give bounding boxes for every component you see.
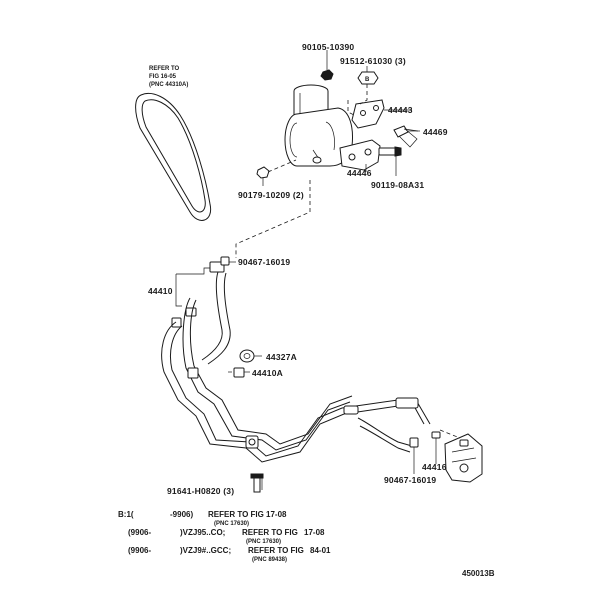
- svg-text:REFER TO FIG: REFER TO FIG: [242, 528, 298, 537]
- refer-note-line1: REFER TO: [149, 66, 180, 72]
- footnote-1: B:1( -9906) REFER TO FIG 17-08 (PNC 1763…: [118, 510, 287, 527]
- footnote-3: (9906- )VZJ9#..GCC; REFER TO FIG 84-01 (…: [128, 546, 331, 563]
- svg-text:(PNC 17630): (PNC 17630): [214, 521, 249, 527]
- pump-bracket: [339, 139, 381, 171]
- svg-text:17-08: 17-08: [266, 510, 287, 519]
- stud-44469: [393, 125, 419, 148]
- svg-text:B:1(: B:1(: [118, 510, 134, 519]
- pump-adjusting-bracket: [351, 99, 385, 129]
- label-44469: 44469: [423, 127, 448, 137]
- label-44410: 44410: [148, 286, 173, 296]
- bolt-90119: [378, 146, 402, 157]
- svg-text:REFER TO FIG: REFER TO FIG: [208, 510, 264, 519]
- clamp-44327A: [239, 349, 255, 363]
- bolt-90105: [320, 69, 334, 81]
- label-90179: 90179-10209 (2): [238, 190, 304, 200]
- label-44446: 44446: [347, 168, 372, 178]
- label-90105: 90105-10390: [302, 42, 354, 52]
- svg-text:(9906-: (9906-: [128, 546, 151, 555]
- svg-text:(PNC 89438): (PNC 89438): [252, 557, 287, 563]
- svg-text:(9906-: (9906-: [128, 528, 151, 537]
- return-tubes: [161, 297, 431, 463]
- figure-id: 450013B: [462, 569, 495, 578]
- svg-text:)VZJ9#..GCC;: )VZJ9#..GCC;: [180, 546, 231, 555]
- rack-fitting-44416: [431, 431, 483, 483]
- svg-text:17-08: 17-08: [304, 528, 325, 537]
- svg-text:(PNC 17630): (PNC 17630): [246, 539, 281, 545]
- label-44416: 44416: [422, 462, 447, 472]
- refer-note-line3: (PNC 44310A): [149, 82, 188, 88]
- label-90467-lower: 90467-16019: [384, 475, 436, 485]
- leader-lines-top: [235, 50, 420, 258]
- label-90119: 90119-08A31: [371, 180, 424, 190]
- clip-90467-upper: [220, 256, 230, 266]
- label-44327A: 44327A: [266, 352, 297, 362]
- svg-text:REFER TO FIG: REFER TO FIG: [248, 546, 304, 555]
- svg-text:-9906): -9906): [170, 510, 193, 519]
- label-91512: 91512-61030 (3): [340, 56, 406, 66]
- pressure-hose-44410: [171, 261, 231, 365]
- part-labels: 90105-10390 91512-61030 (3) 44443 44469 …: [148, 42, 448, 496]
- leader-lines-lower: [175, 261, 461, 490]
- svg-text:)VZJ95..CO;: )VZJ95..CO;: [180, 528, 225, 537]
- footnotes: B:1( -9906) REFER TO FIG 17-08 (PNC 1763…: [118, 510, 331, 563]
- marker-b: B: [365, 77, 370, 83]
- label-90467-upper: 90467-16019: [238, 257, 290, 267]
- fitting-44410A: [228, 367, 245, 378]
- drive-belt: [135, 92, 212, 221]
- washer-91512: B: [357, 71, 379, 85]
- bolt-91641: [250, 473, 264, 493]
- power-steering-pump: [284, 84, 353, 167]
- refer-note: REFER TO FIG 16-05 (PNC 44310A): [149, 66, 188, 88]
- label-44443: 44443: [388, 105, 413, 115]
- svg-text:84-01: 84-01: [310, 546, 331, 555]
- refer-note-line2: FIG 16-05: [149, 74, 177, 80]
- label-44410A: 44410A: [252, 368, 283, 378]
- label-91641: 91641-H0820 (3): [167, 486, 234, 496]
- clip-90467-lower: [409, 437, 419, 448]
- footnote-2: (9906- )VZJ95..CO; REFER TO FIG 17-08 (P…: [128, 528, 325, 545]
- nut-90179: [256, 166, 270, 179]
